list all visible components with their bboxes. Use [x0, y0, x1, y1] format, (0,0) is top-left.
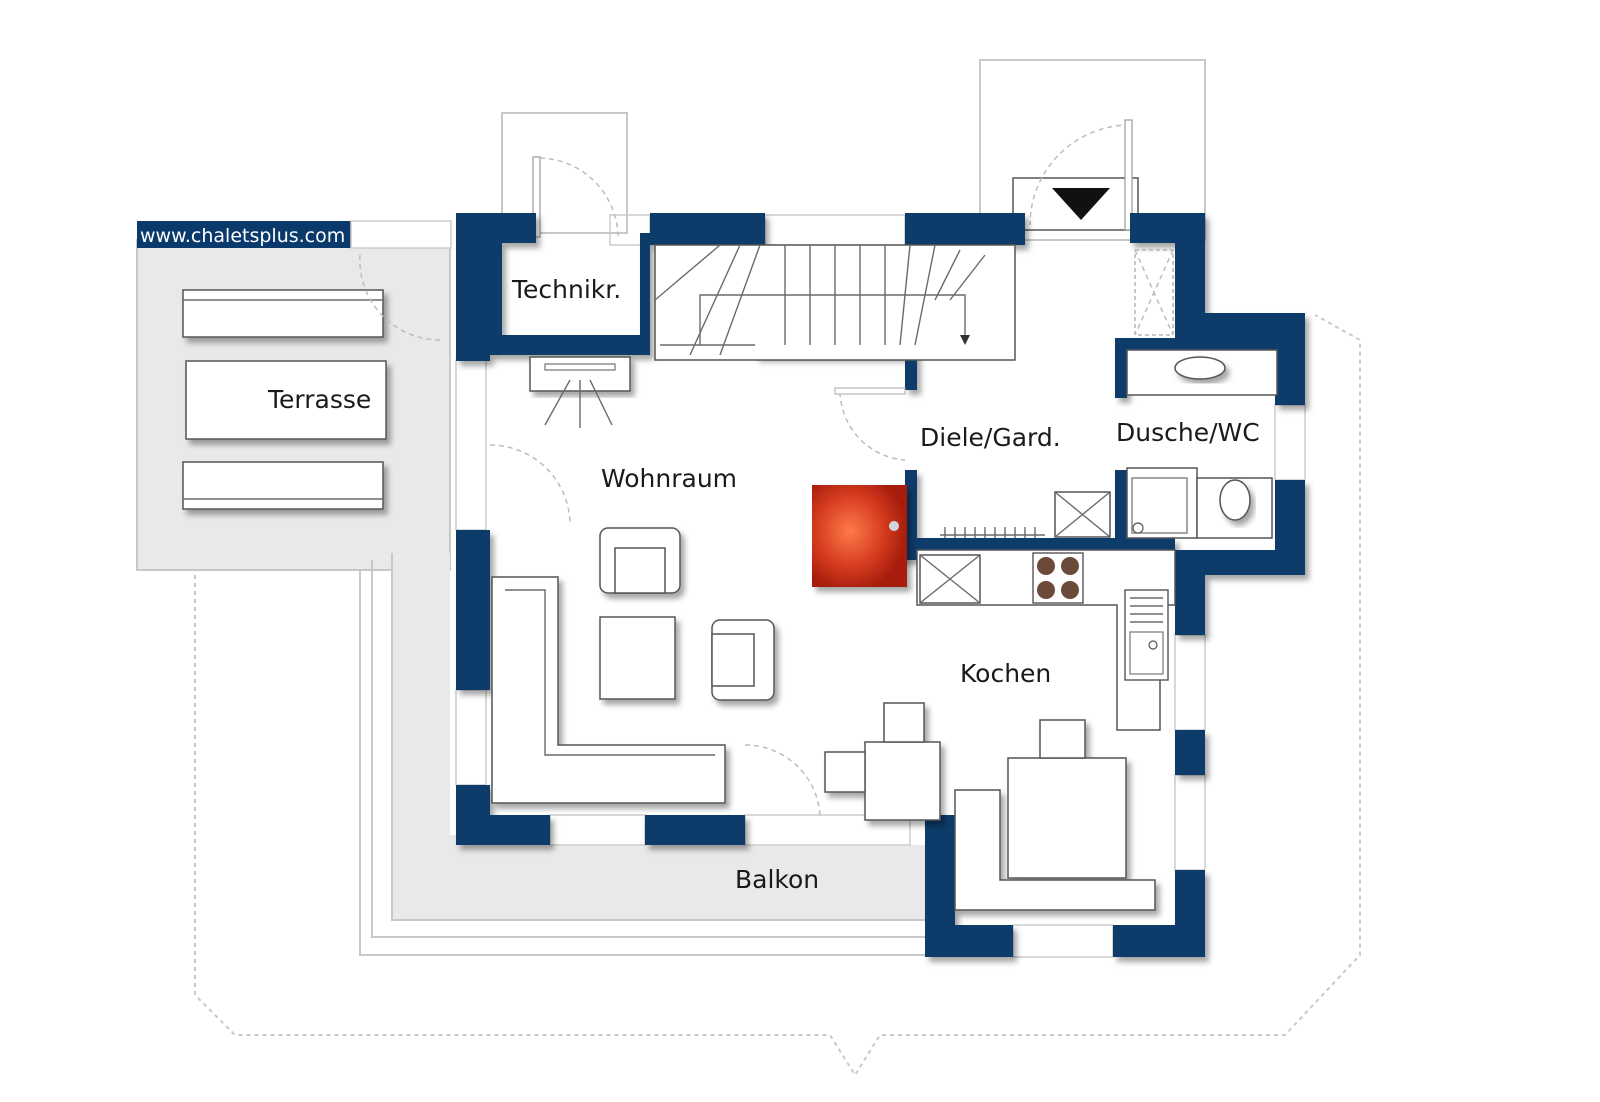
walls	[456, 213, 1305, 957]
stair-arrow-icon	[960, 335, 970, 345]
label-diele: Diele/Gard.	[920, 423, 1061, 452]
living-furniture	[491, 527, 775, 804]
shower-icon	[1134, 249, 1174, 336]
label-balkon: Balkon	[735, 865, 819, 894]
label-terrasse: Terrasse	[267, 385, 371, 414]
washbasin-icon	[1174, 356, 1226, 380]
watermark-text: www.chaletsplus.com	[140, 225, 345, 247]
label-wohnraum: Wohnraum	[601, 464, 737, 493]
sink-icon	[1124, 589, 1169, 681]
entrance-arrow-icon	[1052, 188, 1110, 220]
dining-furniture	[824, 702, 1156, 911]
label-dusche: Dusche/WC	[1116, 418, 1260, 447]
entrance-porch	[979, 59, 1206, 241]
bathroom-fixtures	[1126, 249, 1278, 539]
toilet-icon	[1219, 479, 1251, 521]
stove-icon	[812, 485, 907, 587]
label-kochen: Kochen	[960, 659, 1051, 688]
terrace-loungers	[182, 289, 387, 510]
property-outline	[194, 314, 1361, 1077]
technik-porch	[501, 112, 628, 238]
hall-radiator	[940, 491, 1111, 538]
label-technik: Technikr.	[511, 275, 621, 304]
kitchen-counter	[916, 549, 1176, 731]
staircase	[654, 244, 1016, 361]
room-labels: Technikr. Terrasse Wohnraum Diele/Gard. …	[267, 275, 1260, 894]
technik-fixture	[529, 356, 631, 428]
watermark-banner: www.chaletsplus.com	[137, 221, 351, 248]
hob-icon	[1032, 552, 1084, 604]
